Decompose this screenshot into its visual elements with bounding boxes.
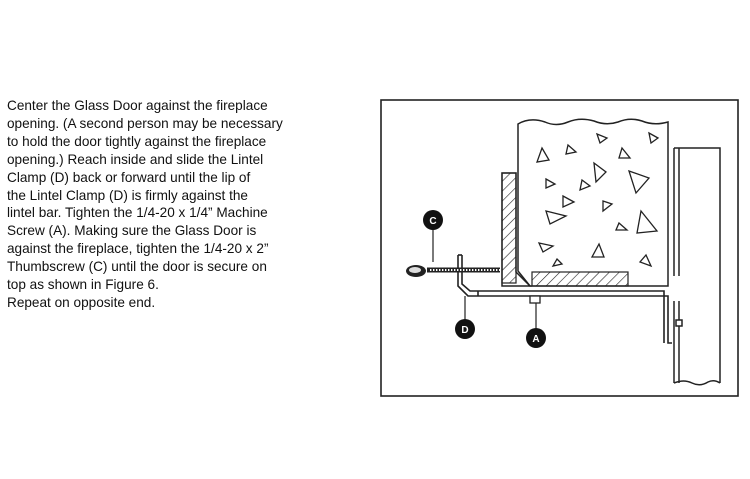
instruction-line: Center the Glass Door against the firepl…: [7, 98, 268, 113]
instruction-text: Center the Glass Door against the firepl…: [7, 97, 352, 312]
instruction-line: Thumbscrew (C) until the door is secure …: [7, 259, 267, 275]
lintel-bar: [501, 172, 532, 287]
fireplace-wall: [673, 147, 721, 386]
figure-frame: [380, 99, 739, 397]
firebox: [517, 118, 669, 287]
callout-c-label: C: [429, 216, 436, 227]
instruction-line: opening. (A second person may be necessa…: [7, 115, 283, 131]
instruction-line: Clamp (D) back or forward until the lip …: [7, 169, 251, 185]
machine-screw: [529, 295, 541, 304]
callout-a-label: A: [532, 334, 539, 345]
instruction-line: Screw (A). Making sure the Glass Door is: [7, 223, 257, 239]
firebox-floor-hatch: [531, 271, 629, 287]
lintel-clamp: [457, 254, 672, 344]
instruction-line: top as shown in Figure 6.: [7, 277, 159, 293]
instruction-line: lintel bar. Tighten the 1/4-20 x 1/4” Ma…: [7, 205, 268, 221]
callout-leaders: [432, 228, 537, 331]
thumbscrew: [406, 265, 500, 277]
callout-d: D: [455, 319, 475, 339]
callout-d-label: D: [461, 325, 468, 336]
repeat-instruction: Repeat on opposite end.: [7, 294, 156, 310]
instruction-line: the Lintel Clamp (D) is firmly against t…: [7, 187, 248, 203]
instruction-line: opening.) Reach inside and slide the Lin…: [7, 151, 264, 167]
callout-c: C: [423, 210, 443, 230]
lintel-wall-hatch: [501, 172, 517, 284]
instruction-line: against the fireplace, tighten the 1/4-2…: [7, 241, 269, 257]
instruction-line: to hold the door tightly against the fir…: [7, 133, 267, 149]
callout-a: A: [526, 328, 546, 348]
